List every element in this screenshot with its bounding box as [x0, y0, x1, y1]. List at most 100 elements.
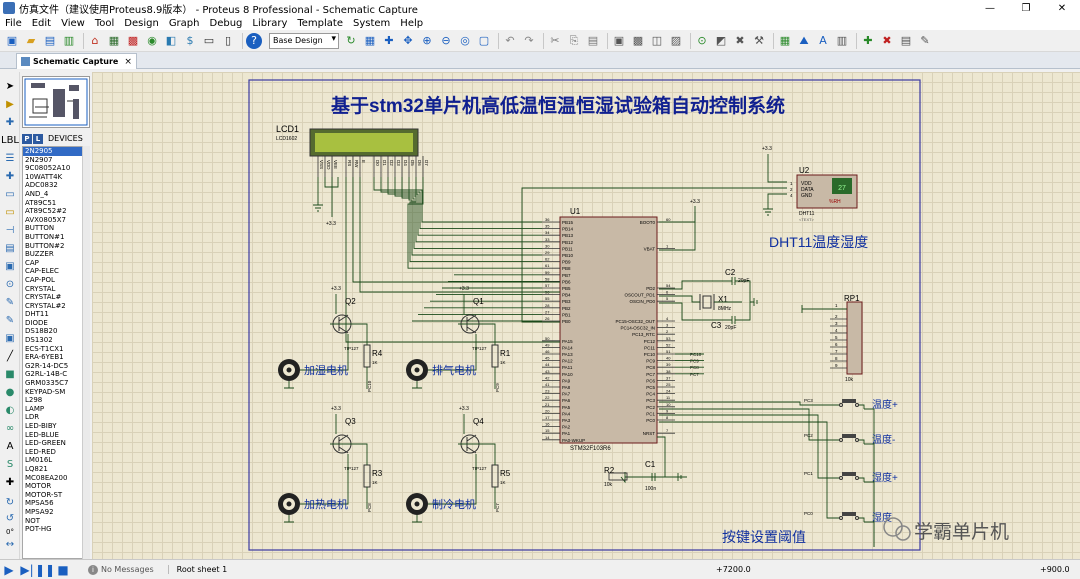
junction-dot-icon[interactable]: ✚: [5, 116, 15, 128]
save-icon[interactable]: ▤: [44, 34, 56, 47]
device-item[interactable]: AT89C52#2: [25, 207, 67, 216]
text-icon[interactable]: A: [6, 440, 14, 452]
device-item[interactable]: NOT: [25, 516, 41, 525]
device-list-scrollbar[interactable]: [82, 146, 90, 559]
menu-tool[interactable]: Tool: [94, 17, 115, 29]
device-item[interactable]: BUTTON: [25, 224, 55, 233]
stop-icon[interactable]: ■: [57, 562, 69, 577]
close-project-icon[interactable]: ▥: [63, 34, 75, 47]
copy-icon[interactable]: ⎘: [569, 33, 579, 47]
device-item[interactable]: CRYSTAL#2: [25, 301, 66, 310]
3d-view-icon[interactable]: ◧: [165, 34, 177, 47]
device-item[interactable]: ADC0832: [25, 181, 58, 190]
device-item[interactable]: G2RL-14B-C: [25, 370, 68, 379]
device-item[interactable]: G2R-14-DC5: [25, 361, 69, 370]
push-button[interactable]: 湿度-PC0: [804, 511, 895, 547]
device-item[interactable]: LED-BIBY: [25, 422, 57, 430]
device-item[interactable]: ECS-T1CX1: [25, 344, 64, 353]
device-item[interactable]: KEYPAD-SM: [25, 387, 66, 396]
device-pins-icon[interactable]: ⊣: [5, 224, 15, 236]
packaging-icon[interactable]: ✖: [735, 34, 745, 47]
library-manager-button[interactable]: L: [33, 133, 43, 144]
remove-sheet-icon[interactable]: ✖: [882, 34, 892, 47]
symbol-icon[interactable]: S: [6, 458, 14, 470]
menu-debug[interactable]: Debug: [209, 17, 243, 29]
rotation-angle[interactable]: 0°: [6, 528, 14, 536]
overview-preview[interactable]: [22, 76, 90, 128]
property-assign-icon[interactable]: A: [819, 34, 827, 47]
device-item[interactable]: CAP-POL: [25, 275, 55, 284]
gerber-icon[interactable]: ◉: [147, 34, 157, 47]
device-item[interactable]: ERA-6YEB1: [25, 353, 64, 362]
notes-icon[interactable]: ▯: [224, 34, 232, 47]
device-item[interactable]: CAP-ELEC: [25, 267, 59, 276]
refresh-icon[interactable]: ↻: [346, 34, 356, 47]
device-item[interactable]: 2N2905: [23, 147, 89, 156]
voltage-probe-icon[interactable]: ✎: [5, 296, 15, 308]
block-delete-icon[interactable]: ▨: [670, 34, 682, 47]
rotate-ccw-icon[interactable]: ↺: [5, 512, 15, 524]
generator-icon[interactable]: ⊙: [5, 278, 15, 290]
device-item[interactable]: GRM0335C7: [25, 379, 69, 388]
push-button[interactable]: 湿度+PC1: [804, 471, 898, 547]
rotate-cw-icon[interactable]: ↻: [5, 496, 15, 508]
marker-icon[interactable]: ✚: [5, 476, 15, 488]
pick-device-icon[interactable]: ⊙: [697, 34, 707, 47]
decompose-icon[interactable]: ⚒: [754, 34, 764, 47]
device-item[interactable]: L298: [25, 396, 43, 405]
exit-to-parent-icon[interactable]: ▤: [900, 34, 912, 47]
pause-icon[interactable]: ❚❚: [34, 562, 56, 577]
design-explorer-icon[interactable]: ▥: [836, 34, 848, 47]
terminals-icon[interactable]: ▭: [5, 206, 15, 218]
device-item[interactable]: BUTTON#2: [25, 241, 65, 250]
bus-icon[interactable]: ✚: [5, 170, 15, 182]
zoom-all-icon[interactable]: ◎: [460, 34, 470, 47]
device-item[interactable]: 9C08052A10: [25, 164, 71, 173]
pcb-icon[interactable]: ▩: [127, 34, 139, 47]
stm32-mcu[interactable]: U1 STM32F103R6 PB1536PB1435PB1334PB1233P…: [542, 207, 704, 452]
menu-graph[interactable]: Graph: [168, 17, 200, 29]
wire-label-icon[interactable]: LBL: [1, 134, 20, 146]
push-button[interactable]: 温度-PC2: [804, 433, 895, 547]
menu-design[interactable]: Design: [124, 17, 159, 29]
restore-button[interactable]: ❐: [1021, 2, 1031, 14]
dht11-sensor[interactable]: U2 27 %RH VDD DATA GND 1 2 4 DHT11 <TEXT…: [790, 166, 858, 222]
device-item[interactable]: 10WATT4K: [25, 172, 63, 181]
circle-icon[interactable]: ●: [5, 386, 15, 398]
pick-devices-button[interactable]: P: [22, 133, 32, 144]
block-copy-icon[interactable]: ▣: [613, 34, 625, 47]
device-item[interactable]: LED-GREEN: [25, 439, 66, 448]
device-item[interactable]: AT89C51: [25, 198, 57, 207]
box-icon[interactable]: ■: [5, 368, 15, 380]
grid-toggle-icon[interactable]: ▦: [364, 34, 376, 47]
schematic-canvas[interactable]: 基于stm32单片机高低温恒温恒湿试验箱自动控制系统 LCD1 LCD1602 …: [92, 72, 1080, 559]
tape-recorder-icon[interactable]: ▣: [5, 260, 15, 272]
mirror-x-icon[interactable]: ↔: [5, 538, 15, 550]
pan-icon[interactable]: ✥: [403, 34, 413, 47]
device-item[interactable]: MOTOR: [25, 482, 52, 491]
device-item[interactable]: MOTOR-ST: [25, 490, 63, 499]
help-icon[interactable]: ?: [246, 32, 262, 49]
path-icon[interactable]: ∞: [5, 422, 15, 434]
source-code-icon[interactable]: ▭: [203, 34, 215, 47]
device-item[interactable]: BUZZER: [25, 250, 54, 259]
virtual-instrument-icon[interactable]: ▣: [5, 332, 15, 344]
design-variant-select[interactable]: Base Design: [269, 32, 339, 49]
device-item[interactable]: BUTTON#1: [25, 232, 65, 241]
device-item[interactable]: LAMP: [25, 404, 45, 413]
open-folder-icon[interactable]: ▰: [26, 34, 36, 47]
device-item[interactable]: LM016L: [25, 456, 53, 465]
arc-icon[interactable]: ◐: [5, 404, 15, 416]
new-project-icon[interactable]: ▣: [6, 34, 18, 47]
device-item[interactable]: MPSA56: [25, 499, 54, 508]
device-item[interactable]: LQ821: [25, 464, 48, 473]
make-device-icon[interactable]: ◩: [715, 34, 727, 47]
device-item[interactable]: DIODE: [25, 318, 48, 327]
minimize-button[interactable]: —: [985, 2, 995, 14]
paste-icon[interactable]: ▤: [587, 34, 599, 47]
